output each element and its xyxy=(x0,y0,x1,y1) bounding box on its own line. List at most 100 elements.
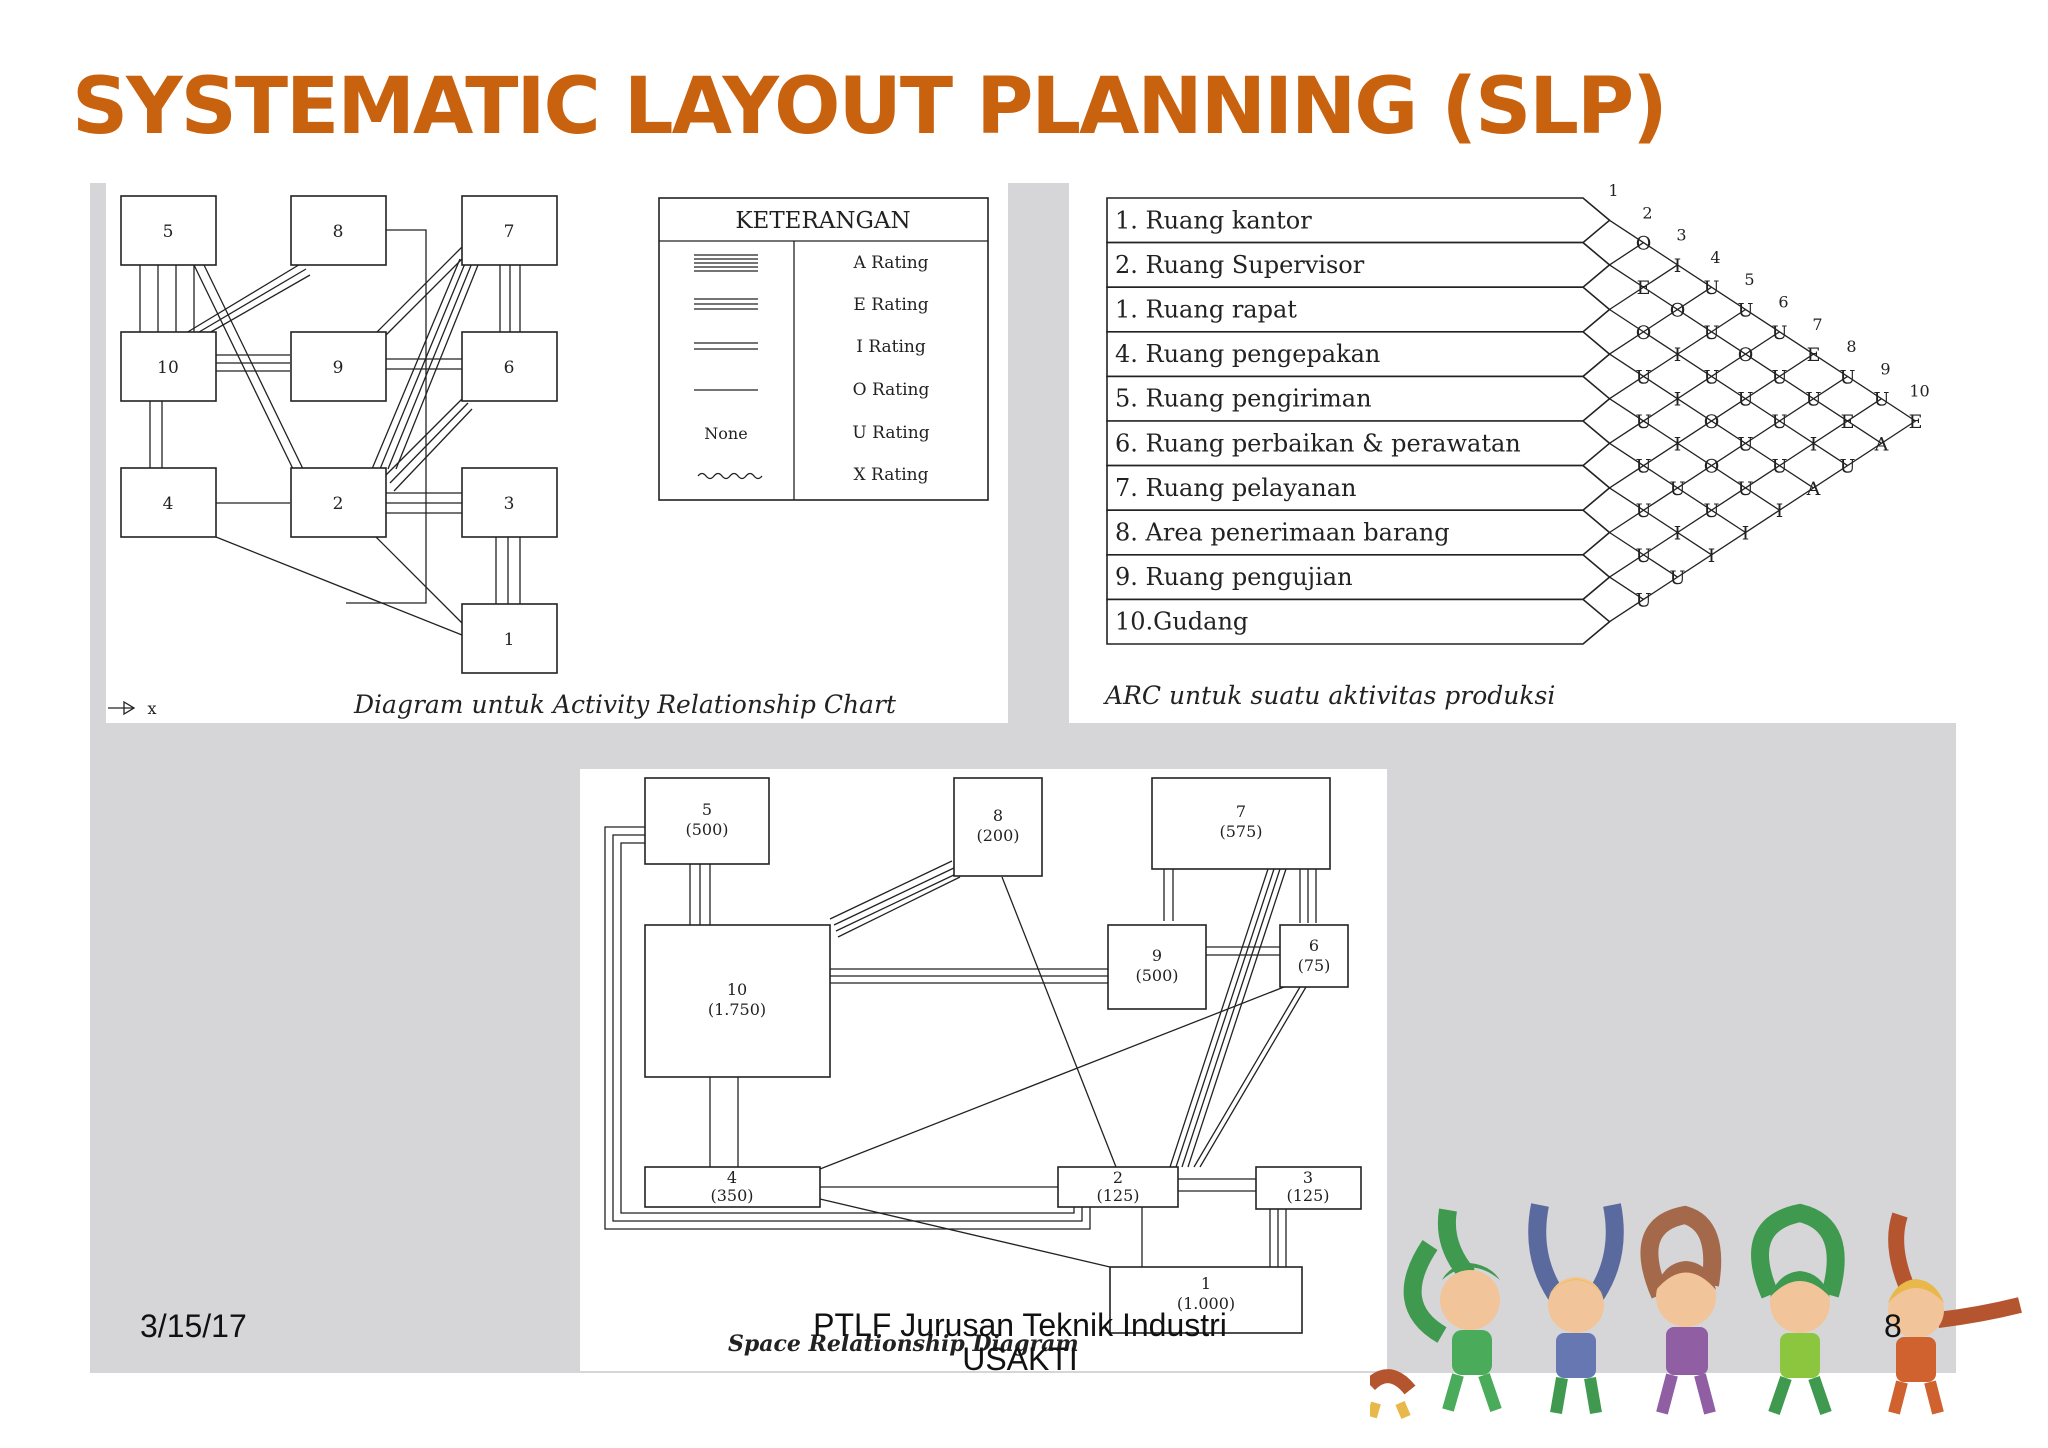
space-node: 6(75) xyxy=(1279,924,1349,988)
activity-diagram-caption: Diagram untuk Activity Relationship Char… xyxy=(353,690,897,719)
space-node: 1(1.000) xyxy=(1109,1266,1303,1334)
activity-node: 1 xyxy=(461,603,558,674)
arc-cell-rating: U xyxy=(1636,411,1652,433)
arc-cell-rating: U xyxy=(1772,456,1788,478)
svg-text:3: 3 xyxy=(504,494,515,514)
arc-cell-rating: O xyxy=(1636,322,1652,344)
activity-node: 3 xyxy=(461,467,558,538)
footer-center-line2: USAKTI xyxy=(962,1341,1078,1377)
legend-symbol-e xyxy=(694,298,758,310)
arc-cell-rating: E xyxy=(1841,411,1855,433)
footer-center: PTLF Jurusan Teknik Industri USAKTI xyxy=(760,1308,1280,1376)
arc-row-box xyxy=(1106,241,1611,288)
arc-cell-rating: U xyxy=(1806,389,1822,411)
legend-label: A Rating xyxy=(852,253,928,273)
arc-cell-rating: U xyxy=(1772,411,1788,433)
space-node: 7(575) xyxy=(1151,777,1331,870)
activity-node: 10 xyxy=(120,331,217,402)
activity-diagram-panel: 5 8 7 10 9 6 4 2 3 1 KETERANGAN xyxy=(106,183,1008,723)
arc-row-box xyxy=(1106,420,1611,467)
svg-text:6: 6 xyxy=(504,358,515,378)
kid-figure xyxy=(1403,1208,1502,1412)
svg-text:9: 9 xyxy=(1152,946,1162,965)
activity-node: 2 xyxy=(290,467,387,538)
arc-cell-rating: O xyxy=(1636,233,1652,255)
arc-row-label: 9. Ruang pengujian xyxy=(1115,563,1353,591)
arc-column-number: 4 xyxy=(1710,248,1720,267)
svg-text:(1.000): (1.000) xyxy=(1177,1294,1235,1313)
svg-text:(1.750): (1.750) xyxy=(708,1000,766,1019)
legend-label: O Rating xyxy=(853,380,930,400)
arc-cell-rating: U xyxy=(1738,478,1754,500)
arc-row-label: 5. Ruang pengiriman xyxy=(1115,385,1372,413)
svg-text:3: 3 xyxy=(1303,1168,1313,1187)
arc-row-box xyxy=(1106,286,1611,333)
arc-cell-rating: U xyxy=(1670,567,1686,589)
arc-cell-rating: I xyxy=(1776,500,1784,522)
arc-cell-rating: O xyxy=(1704,456,1720,478)
legend-symbol-x xyxy=(697,472,763,480)
arc-column-number: 5 xyxy=(1744,270,1754,289)
legend: KETERANGAN None A Rating E Rating I Rati… xyxy=(658,197,989,501)
svg-text:(200): (200) xyxy=(976,826,1019,845)
arc-row-box xyxy=(1106,598,1611,645)
arc-row-box xyxy=(1106,197,1611,244)
activity-node: 7 xyxy=(461,195,558,266)
svg-text:4: 4 xyxy=(727,1168,737,1187)
kid-figure xyxy=(1751,1203,1845,1415)
arc-cell-rating: U xyxy=(1840,456,1856,478)
legend-symbol-i xyxy=(694,342,758,350)
arc-column-number: 8 xyxy=(1846,337,1856,356)
svg-text:x: x xyxy=(147,699,156,718)
space-node: 2(125) xyxy=(1057,1166,1179,1208)
footer-date: 3/15/17 xyxy=(140,1308,247,1344)
kid-figure xyxy=(1640,1205,1722,1415)
arc-cell-rating: U xyxy=(1738,300,1754,322)
arc-column-number: 9 xyxy=(1880,359,1890,378)
svg-text:(125): (125) xyxy=(1286,1186,1329,1205)
svg-text:(500): (500) xyxy=(1135,966,1178,985)
arc-row-label: 6. Ruang perbaikan & perawatan xyxy=(1115,429,1521,457)
svg-text:5: 5 xyxy=(702,800,712,819)
svg-text:(500): (500) xyxy=(685,820,728,839)
svg-text:8: 8 xyxy=(993,806,1003,825)
arc-cell-rating: E xyxy=(1807,344,1821,366)
space-node: 9(500) xyxy=(1107,924,1207,1010)
arc-column-number: 2 xyxy=(1642,203,1652,222)
arc-cell-rating: I xyxy=(1810,433,1818,455)
arc-cell-rating: U xyxy=(1704,500,1720,522)
legend-header: KETERANGAN xyxy=(735,208,910,234)
space-diagram-panel: 5(500) 8(200) 7(575) 10(1.750) 9(500) 6(… xyxy=(580,769,1387,1371)
svg-text:1: 1 xyxy=(1201,1274,1211,1293)
arc-cell-rating: U xyxy=(1636,456,1652,478)
kid-figure xyxy=(1528,1203,1624,1415)
arc-cell-rating: U xyxy=(1636,500,1652,522)
space-node: 5(500) xyxy=(644,777,770,865)
arc-cell-rating: E xyxy=(1637,277,1651,299)
slide-title: SYSTEMATIC LAYOUT PLANNING (SLP) xyxy=(72,62,1668,152)
kid-figure xyxy=(1888,1212,2022,1415)
arc-cell-rating: I xyxy=(1674,523,1682,545)
arc-cell-rating: O xyxy=(1670,300,1686,322)
arc-column-number: 6 xyxy=(1778,293,1788,312)
arc-cell-rating: U xyxy=(1772,366,1788,388)
arc-cell-rating: I xyxy=(1674,344,1682,366)
activity-node: 4 xyxy=(120,467,217,538)
arc-cell-rating: O xyxy=(1738,344,1754,366)
arc-caption: ARC untuk suatu aktivitas produksi xyxy=(1103,681,1555,710)
arc-cell-rating: I xyxy=(1674,433,1682,455)
svg-text:7: 7 xyxy=(504,222,515,242)
svg-text:5: 5 xyxy=(163,222,174,242)
cheering-kids-image xyxy=(1365,1203,2022,1419)
svg-text:2: 2 xyxy=(333,494,344,514)
legend-symbol-a xyxy=(694,254,758,272)
svg-text:4: 4 xyxy=(163,494,174,514)
space-node: 10(1.750) xyxy=(644,924,831,1078)
legend-label: I Rating xyxy=(856,337,926,357)
legend-symbol-u: None xyxy=(704,424,747,443)
svg-text:7: 7 xyxy=(1236,802,1246,821)
arc-cell-rating: U xyxy=(1636,589,1652,611)
arc-cell-rating: U xyxy=(1738,433,1754,455)
svg-text:10: 10 xyxy=(727,980,747,999)
